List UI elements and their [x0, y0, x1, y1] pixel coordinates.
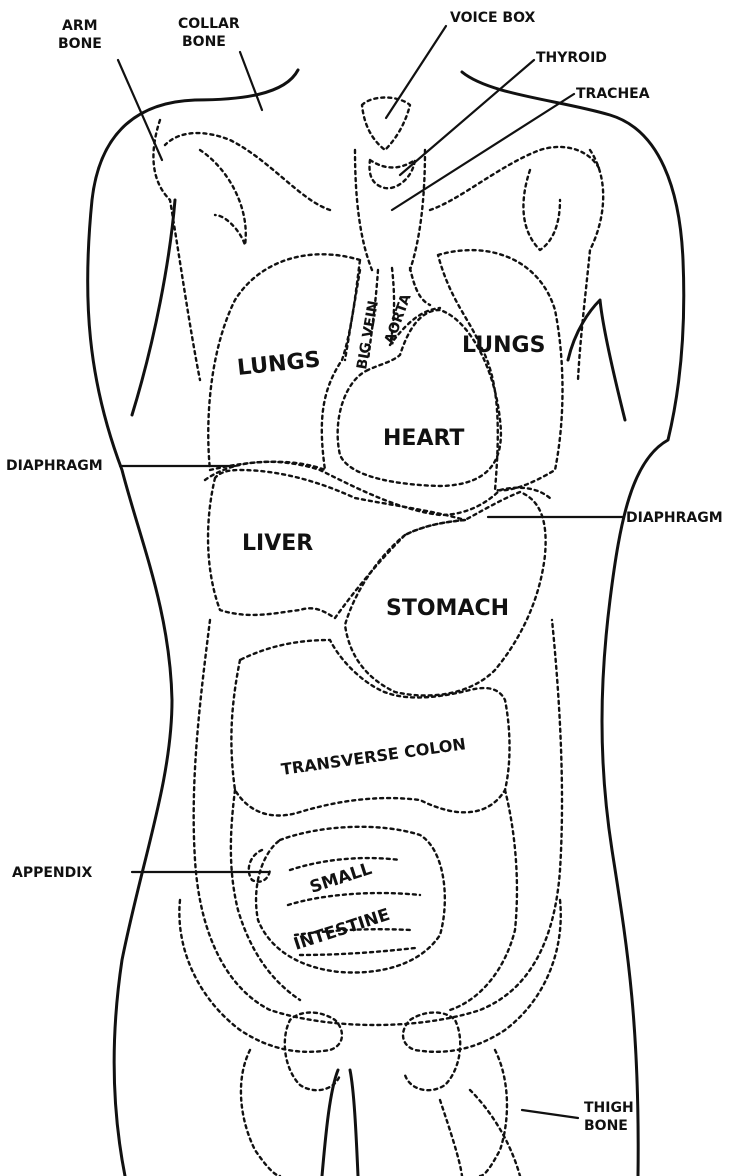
- left-armpit-line: [132, 200, 175, 415]
- lungs-right-label: LUNGS: [462, 333, 545, 358]
- liver-label: LIVER: [242, 531, 313, 556]
- voice-box-label: VOICE BOX: [450, 10, 535, 26]
- trachea-leader: [392, 94, 574, 210]
- collar-bone-right: [430, 147, 600, 210]
- collar-bone-label-line2: BONE: [182, 34, 226, 50]
- stomach-label: STOMACH: [386, 596, 509, 621]
- arm-bone-right: [578, 150, 603, 380]
- body-outline-left: [88, 70, 298, 1176]
- scapula-left: [200, 150, 246, 245]
- hip-left: [241, 1050, 280, 1176]
- thigh-bone-leader: [522, 1110, 578, 1118]
- aorta-label: AORTA: [382, 292, 415, 347]
- trachea-label: TRACHEA: [576, 86, 650, 102]
- thigh-bone-right: [440, 1090, 520, 1176]
- heart-label: HEART: [383, 426, 464, 451]
- small-intestine-label-intestine: INTESTINE: [291, 905, 392, 955]
- scapula-right: [523, 170, 560, 250]
- arm-bone-label-line1: ARM: [62, 18, 98, 34]
- arm-bone-leader: [118, 60, 162, 160]
- transverse-colon-outline: [231, 640, 509, 816]
- voice-box-shape: [362, 98, 410, 151]
- diaphragm-left-label: DIAPHRAGM: [6, 458, 103, 474]
- arm-bone-label-line2: BONE: [58, 36, 102, 52]
- big-vein-label: BIG VEIN: [354, 299, 382, 370]
- thigh-bone-label-line2: BONE: [584, 1118, 628, 1134]
- thyroid-label: THYROID: [536, 50, 607, 66]
- hip-right: [480, 1050, 507, 1176]
- collar-bone-label-line1: COLLAR: [178, 16, 240, 32]
- lungs-left-label: LUNGS: [236, 347, 322, 381]
- descending-colon: [450, 790, 517, 1010]
- inner-leg-right: [350, 1070, 358, 1176]
- thigh-bone-label-line1: THIGH: [584, 1100, 634, 1116]
- inner-leg-left: [322, 1070, 338, 1176]
- right-lung-outline: [438, 250, 563, 490]
- right-armpit-line: [568, 300, 625, 420]
- appendix-label: APPENDIX: [12, 865, 92, 881]
- collar-bone-leader: [240, 52, 262, 110]
- collar-bone-left: [165, 133, 330, 210]
- small-intestine-label-small: SMALL: [307, 859, 374, 898]
- small-intestine-outline: [256, 827, 445, 973]
- body-outline-right: [462, 72, 684, 1176]
- ascending-colon: [231, 790, 300, 1000]
- pelvis-right: [403, 900, 561, 1090]
- thyroid-shape: [370, 160, 415, 188]
- diaphragm-right-label: DIAPHRAGM: [626, 510, 723, 526]
- transverse-colon-label: TRANSVERSE COLON: [280, 734, 467, 779]
- voice-box-leader: [386, 26, 446, 118]
